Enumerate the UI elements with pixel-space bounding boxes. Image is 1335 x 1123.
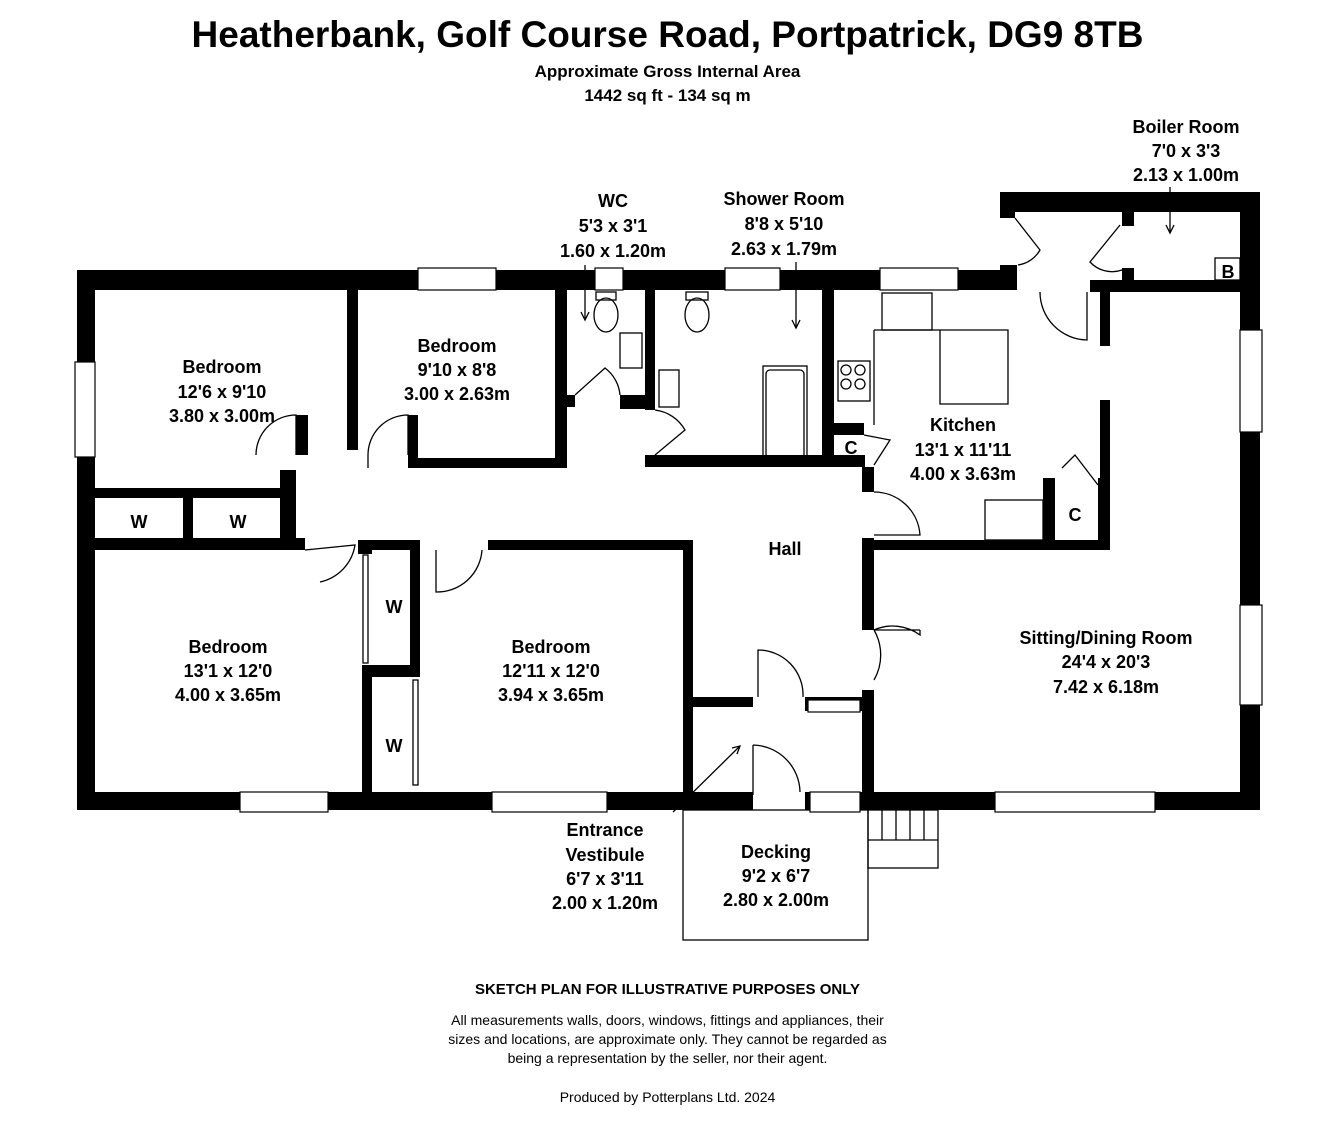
svg-text:9'2 x 6'7: 9'2 x 6'7 — [742, 866, 811, 886]
disclaimer-line-1: All measurements walls, doors, windows, … — [451, 1012, 884, 1028]
room-hall: Hall — [768, 539, 801, 559]
svg-text:12'6 x 9'10: 12'6 x 9'10 — [178, 382, 267, 402]
room-sitting-dining: Sitting/Dining Room 24'4 x 20'3 7.42 x 6… — [1020, 628, 1193, 697]
svg-text:13'1 x 12'0: 13'1 x 12'0 — [184, 661, 273, 681]
sliding-doors — [102, 491, 419, 786]
svg-text:5'3 x 3'1: 5'3 x 3'1 — [579, 216, 648, 236]
cupboard-marker: C — [845, 438, 858, 458]
svg-text:2.80 x 2.00m: 2.80 x 2.00m — [723, 890, 829, 910]
svg-text:24'4 x 20'3: 24'4 x 20'3 — [1062, 652, 1151, 672]
room-shower: Shower Room 8'8 x 5'10 2.63 x 1.79m — [723, 189, 844, 259]
svg-text:4.00 x 3.63m: 4.00 x 3.63m — [910, 464, 1016, 484]
storage-markers: W W W W C C B — [131, 262, 1235, 756]
svg-text:Bedroom: Bedroom — [417, 336, 496, 356]
room-kitchen: Kitchen 13'1 x 11'11 4.00 x 3.63m — [910, 415, 1016, 484]
label-arrows — [580, 187, 1175, 813]
area-label: Approximate Gross Internal Area — [534, 62, 801, 81]
wardrobe-marker: W — [386, 736, 403, 756]
room-bedroom-3: Bedroom 13'1 x 12'0 4.00 x 3.65m — [175, 637, 281, 705]
room-wc: WC 5'3 x 3'1 1.60 x 1.20m — [560, 191, 666, 261]
svg-text:Bedroom: Bedroom — [182, 357, 261, 377]
svg-text:Shower Room: Shower Room — [723, 189, 844, 209]
wardrobe-marker: W — [386, 597, 403, 617]
room-bedroom-4: Bedroom 12'11 x 12'0 3.94 x 3.65m — [498, 637, 604, 705]
decking-outline — [682, 809, 869, 941]
svg-text:8'8 x 5'10: 8'8 x 5'10 — [745, 214, 824, 234]
svg-text:2.13 x 1.00m: 2.13 x 1.00m — [1133, 165, 1239, 185]
svg-text:13'1 x 11'11: 13'1 x 11'11 — [915, 440, 1012, 460]
walls — [77, 192, 1260, 810]
svg-text:6'7 x 3'11: 6'7 x 3'11 — [566, 869, 644, 889]
doors — [255, 217, 1123, 795]
svg-text:2.00 x 1.20m: 2.00 x 1.20m — [552, 893, 658, 913]
plan-title: Heatherbank, Golf Course Road, Portpatri… — [191, 14, 1144, 55]
svg-text:9'10 x 8'8: 9'10 x 8'8 — [418, 360, 497, 380]
room-bedroom-2: Bedroom 9'10 x 8'8 3.00 x 2.63m — [404, 336, 510, 404]
area-value: 1442 sq ft - 134 sq m — [584, 86, 751, 105]
svg-text:WC: WC — [598, 191, 628, 211]
boiler-marker: B — [1222, 262, 1235, 282]
disclaimer-line-3: being a representation by the seller, no… — [507, 1050, 828, 1066]
svg-text:12'11 x 12'0: 12'11 x 12'0 — [502, 661, 600, 681]
wardrobe-marker: W — [230, 512, 247, 532]
room-entrance-vestibule: Entrance Vestibule 6'7 x 3'11 2.00 x 1.2… — [552, 820, 658, 913]
svg-text:2.63 x 1.79m: 2.63 x 1.79m — [731, 239, 837, 259]
svg-text:3.80 x 3.00m: 3.80 x 3.00m — [169, 406, 275, 426]
svg-text:4.00 x 3.65m: 4.00 x 3.65m — [175, 685, 281, 705]
svg-text:Boiler Room: Boiler Room — [1132, 117, 1239, 137]
disclaimer-line-2: sizes and locations, are approximate onl… — [448, 1031, 887, 1047]
svg-text:7.42 x 6.18m: 7.42 x 6.18m — [1053, 677, 1159, 697]
wardrobe-marker: W — [131, 512, 148, 532]
windows — [74, 267, 1263, 813]
svg-text:Entrance: Entrance — [566, 820, 643, 840]
svg-text:3.00 x 2.63m: 3.00 x 2.63m — [404, 384, 510, 404]
svg-text:3.94 x 3.65m: 3.94 x 3.65m — [498, 685, 604, 705]
svg-text:Sitting/Dining Room: Sitting/Dining Room — [1020, 628, 1193, 648]
room-bedroom-1: Bedroom 12'6 x 9'10 3.80 x 3.00m — [169, 357, 275, 426]
svg-text:Bedroom: Bedroom — [511, 637, 590, 657]
room-boiler: Boiler Room 7'0 x 3'3 2.13 x 1.00m — [1132, 117, 1239, 185]
footer-credit: Produced by Potterplans Ltd. 2024 — [559, 1089, 776, 1105]
svg-text:Bedroom: Bedroom — [188, 637, 267, 657]
fixtures — [593, 257, 1241, 541]
svg-text:1.60 x 1.20m: 1.60 x 1.20m — [560, 241, 666, 261]
svg-text:Vestibule: Vestibule — [565, 845, 644, 865]
room-decking: Decking 9'2 x 6'7 2.80 x 2.00m — [723, 842, 829, 910]
footer-heading: SKETCH PLAN FOR ILLUSTRATIVE PURPOSES ON… — [474, 981, 861, 998]
svg-text:7'0 x 3'3: 7'0 x 3'3 — [1152, 141, 1221, 161]
steps — [867, 809, 939, 869]
svg-text:Decking: Decking — [741, 842, 811, 862]
svg-text:Kitchen: Kitchen — [930, 415, 996, 435]
cupboard-marker: C — [1069, 505, 1082, 525]
